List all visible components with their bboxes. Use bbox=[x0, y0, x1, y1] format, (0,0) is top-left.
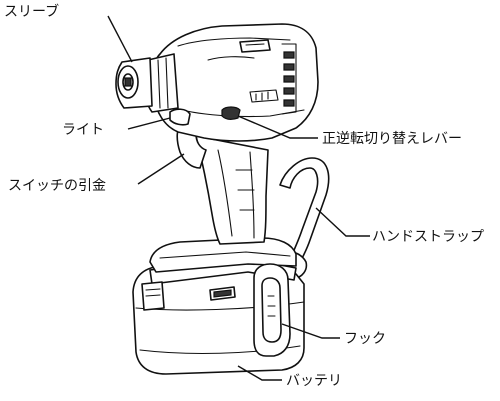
leader-sleeve bbox=[107, 15, 133, 63]
label-switch-trigger: スイッチの引金 bbox=[8, 178, 106, 194]
leader-switch-trigger bbox=[137, 153, 185, 185]
leader-hand-strap bbox=[315, 207, 370, 237]
hook-drawing bbox=[253, 263, 291, 357]
reverse-lever-drawing bbox=[221, 106, 241, 120]
leader-lines bbox=[107, 15, 370, 381]
leader-hook bbox=[281, 323, 340, 339]
impact-driver-illustration bbox=[115, 23, 330, 375]
label-reverse-switch-lever: 正逆転切り替えレバー bbox=[322, 131, 462, 147]
label-sleeve: スリーブ bbox=[4, 3, 59, 20]
motor-housing-drawing bbox=[153, 23, 319, 142]
leader-battery bbox=[237, 365, 282, 381]
part-labels: スリーブ ライト スイッチの引金 正逆転切り替えレバー ハンドストラップ フック… bbox=[4, 3, 484, 389]
grip-drawing bbox=[195, 135, 269, 245]
light-drawing bbox=[169, 108, 191, 126]
grip-base-drawing bbox=[149, 237, 297, 273]
label-light: ライト bbox=[62, 122, 104, 138]
sleeve-drawing bbox=[115, 57, 153, 109]
leader-reverse-lever bbox=[237, 115, 318, 139]
label-hook: フック bbox=[344, 331, 386, 347]
label-battery: バッテリ bbox=[286, 373, 342, 389]
label-hand-strap: ハンドストラップ bbox=[372, 229, 484, 245]
leader-light bbox=[127, 117, 171, 130]
